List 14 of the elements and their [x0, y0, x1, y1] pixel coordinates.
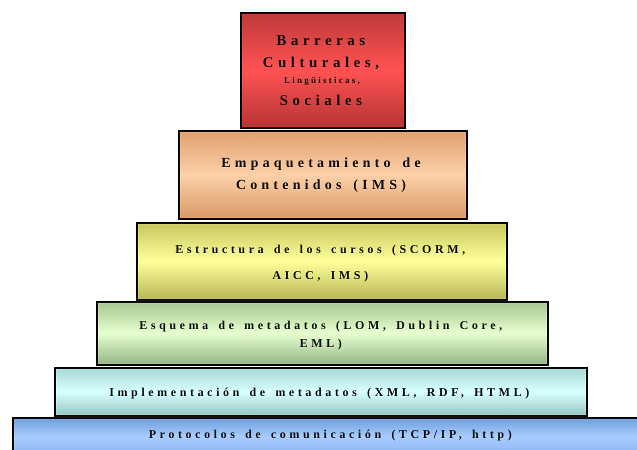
layer-label: Protocolos de comunicación (TCP/IP, http): [148, 426, 516, 443]
pyramid-layer: [12, 417, 637, 450]
pyramid-layer: [178, 130, 468, 220]
pyramid-layer: [96, 301, 549, 366]
layer-label: Implementación de metadatos (XML, RDF, HTML): [108, 384, 534, 401]
layer-label: Lingüísticas,: [284, 74, 362, 86]
pyramid-layer: [136, 222, 508, 301]
layer-label: Estructura de los cursos (SCORM, AICC, IMS): [174, 240, 470, 284]
layer-label: Barreras Culturales,: [262, 32, 384, 72]
pyramid-layer: [240, 12, 406, 129]
pyramid-layer: [54, 367, 588, 417]
layer-label: Empaquetamiento de Contenidos (IMS): [220, 155, 426, 195]
layer-label: Sociales: [280, 92, 366, 110]
layer-label: Esquema de metadatos (LOM, Dublin Core, EML): [138, 316, 507, 352]
